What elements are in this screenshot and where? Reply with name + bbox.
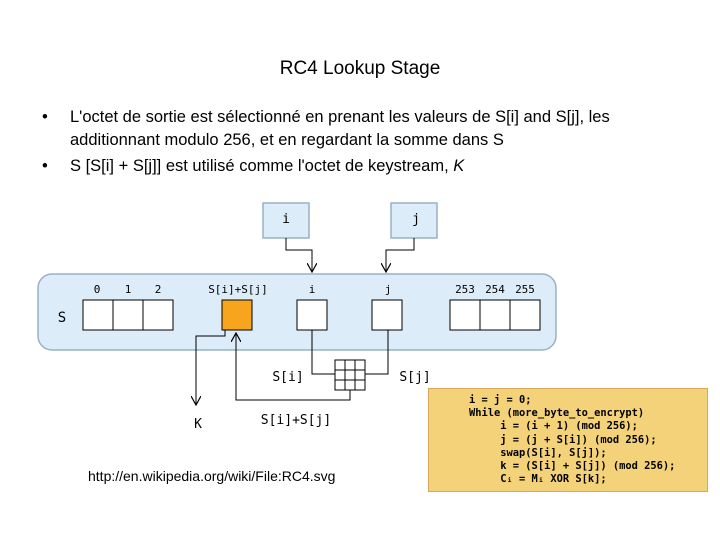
bullet-item: • S [S[i] + S[j]] est utilisé comme l'oc… — [42, 155, 682, 178]
index-label: S[i]+S[j] — [208, 283, 268, 296]
code-line: k = (S[i] + S[j]) (mod 256); — [469, 460, 676, 473]
arrow-i — [285, 238, 312, 271]
array-cell-sj — [371, 299, 403, 331]
index-label: 0 — [94, 283, 101, 296]
line-si-to-adder — [311, 330, 335, 375]
bullet-text: S [S[i] + S[j]] est utilisé comme l'octe… — [70, 157, 454, 175]
arrow-j — [386, 238, 415, 271]
index-i-label: i — [282, 212, 290, 227]
bullet-dot: • — [42, 108, 48, 126]
code-line: i = (i + 1) (mod 256); — [469, 420, 638, 433]
k-label: K — [194, 417, 202, 432]
sum-label: S[i]+S[j] — [261, 413, 331, 428]
bullet-list: • L'octet de sortie est sélectionné en p… — [42, 106, 682, 181]
index-label: 254 — [485, 283, 505, 296]
adder-grid — [334, 359, 366, 391]
array-cell-si — [296, 299, 328, 331]
code-line: j = (j + S[i]) (mod 256); — [469, 433, 657, 446]
index-j-label: j — [412, 212, 420, 227]
index-label: i — [309, 283, 316, 296]
array-s-label: S — [58, 310, 66, 326]
array-cell — [479, 299, 511, 331]
bullet-dot: • — [42, 157, 48, 175]
array-cell — [82, 299, 114, 331]
array-cell — [142, 299, 174, 331]
index-label: 255 — [515, 283, 535, 296]
bullet-text: L'octet de sortie est sélectionné en pre… — [70, 108, 610, 149]
keystream-variable: K — [453, 157, 465, 175]
code-line: Cᵢ = Mᵢ XOR S[k]; — [469, 473, 607, 486]
index-label: 253 — [455, 283, 475, 296]
arrow-output-k — [196, 330, 226, 404]
code-line: While (more_byte_to_encrypt) — [469, 407, 645, 420]
bullet-item: • L'octet de sortie est sélectionné en p… — [42, 106, 682, 152]
index-i-box — [262, 202, 310, 239]
slide-title: RC4 Lookup Stage — [279, 58, 441, 79]
array-cell-output — [221, 299, 253, 331]
index-label: 1 — [125, 283, 132, 296]
si-label: S[i] — [272, 370, 303, 385]
array-cell — [112, 299, 144, 331]
index-label: 2 — [155, 283, 162, 296]
source-url: http://en.wikipedia.org/wiki/File:RC4.sv… — [88, 468, 336, 484]
line-sj-to-adder — [365, 330, 389, 375]
code-line: swap(S[i], S[j]); — [469, 446, 607, 459]
index-label: j — [385, 283, 392, 296]
array-cell — [449, 299, 481, 331]
code-line: i = j = 0; — [469, 394, 532, 406]
arrow-sum-to-array — [236, 334, 351, 401]
rc4-code-block: i = j = 0;While (more_byte_to_encrypt) i… — [428, 388, 708, 492]
sj-label: S[j] — [399, 370, 430, 385]
array-cell — [509, 299, 541, 331]
